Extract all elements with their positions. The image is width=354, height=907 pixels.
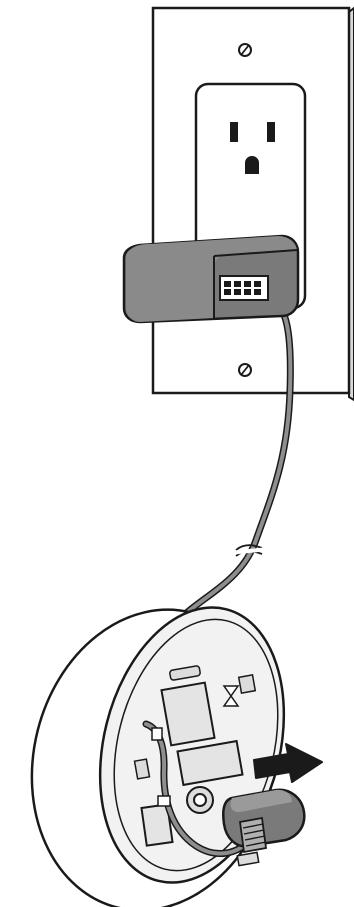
cable-routing	[142, 720, 252, 858]
back-tab-bottom	[236, 851, 260, 867]
cable-clip	[157, 795, 171, 807]
adapter-jack	[219, 275, 269, 301]
outlet-slot-left	[230, 122, 238, 142]
barrel-plug	[222, 788, 306, 854]
back-clip-left	[133, 758, 151, 780]
plug-grip	[238, 816, 268, 854]
power-socket	[186, 786, 214, 814]
device-base	[30, 606, 286, 907]
cable-clip	[151, 727, 163, 741]
outlet-ground-hole	[245, 156, 259, 174]
back-pad-lower	[176, 739, 244, 787]
hourglass-icon	[222, 685, 240, 707]
insert-arrow-icon	[253, 743, 323, 783]
back-clip-right	[237, 674, 257, 694]
back-pad-upper	[160, 681, 216, 747]
back-slot-top	[169, 665, 201, 681]
power-adapter	[122, 234, 300, 324]
back-pad-side	[140, 803, 174, 847]
bottom-screw-icon	[238, 363, 252, 377]
cable-break-mark	[235, 544, 263, 551]
top-screw-icon	[238, 43, 252, 57]
outlet-slot-right	[267, 122, 275, 142]
